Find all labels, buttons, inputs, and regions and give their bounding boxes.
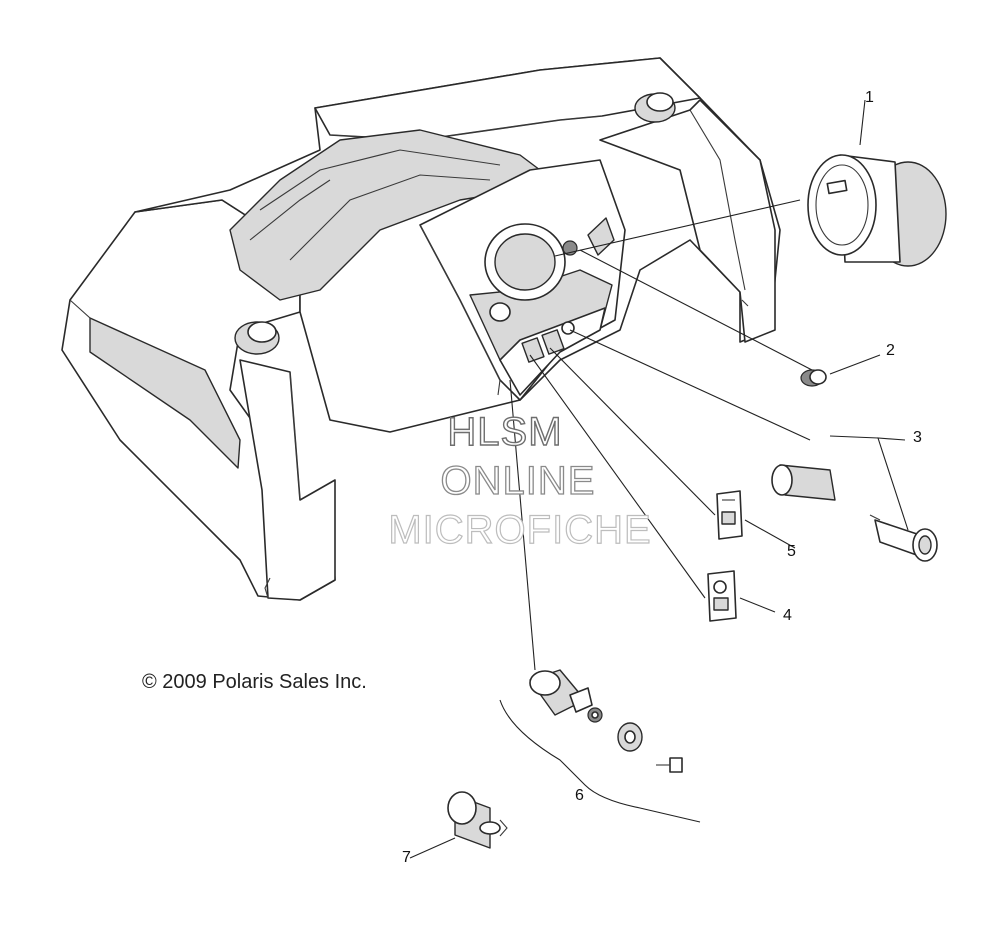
- watermark-line-3: MICROFICHE: [388, 508, 651, 552]
- callout-5: 5: [787, 543, 796, 560]
- callout-1: 1: [865, 89, 874, 106]
- accessory-plug-icon: [447, 791, 508, 849]
- watermark-line-1: HLSM: [447, 410, 562, 454]
- rocker-switch-icon-5: [716, 490, 743, 540]
- copyright-notice: © 2009 Polaris Sales Inc.: [142, 671, 367, 693]
- callout-4: 4: [783, 607, 792, 624]
- callout-6: 6: [575, 787, 584, 804]
- callout-3: 3: [913, 429, 922, 446]
- watermark-line-2: ONLINE: [441, 459, 596, 503]
- ignition-switch-icon: [529, 669, 683, 773]
- callout-2: 2: [886, 342, 895, 359]
- hood-panel: [61, 57, 781, 601]
- callouts: 1 2 3 4 5 6 7: [402, 89, 922, 866]
- indicator-light-icon: [800, 369, 827, 387]
- watermark: HLSM ONLINE MICROFICHE: [388, 409, 652, 552]
- speedometer-gauge-icon: [807, 154, 947, 267]
- leader-lines: [409, 99, 909, 859]
- callout-7: 7: [402, 849, 411, 866]
- rocker-switch-icon-4: [707, 570, 737, 622]
- power-outlet-icon: [771, 464, 938, 562]
